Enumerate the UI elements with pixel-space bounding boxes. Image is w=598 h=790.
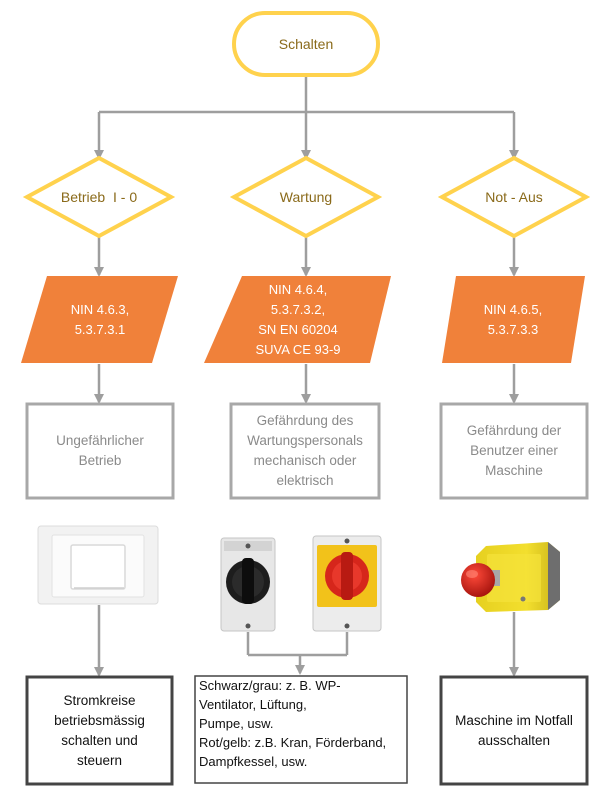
action-1-text: Stromkreise betriebsmässig schalten und … [27, 677, 172, 784]
hazard-2-line-4: elektrisch [276, 473, 334, 488]
action-2-box [194, 675, 408, 784]
hazard-1-line-1: Ungefährlicher [56, 433, 144, 448]
hazard-3-line-2: Benutzer einer [470, 443, 558, 458]
action-1-box [25, 675, 174, 786]
decision-betrieb-shape [22, 155, 176, 239]
action-2-line-4: Rot/gelb: z.B. Kran, Förderband, [199, 735, 387, 750]
norm-2-shape [204, 276, 391, 363]
start-label: Schalten [278, 36, 334, 52]
hazard-1-text: Ungefährlicher Betrieb [27, 404, 173, 498]
norm-1-line-2: 5.3.7.3.1 [74, 321, 126, 337]
hazard-2-line-3: mechanisch oder [253, 453, 357, 468]
norm-3-shape [442, 276, 585, 363]
start-terminator-shape [232, 11, 380, 77]
action-3-line-1: Maschine im Notfall [455, 712, 573, 728]
norm-2-line-2: 5.3.7.3.2, [270, 301, 326, 317]
action-3-text: Maschine im Notfall ausschalten [441, 677, 587, 784]
hazard-1-line-2: Betrieb [78, 453, 122, 468]
decision-betrieb-label: Betrieb I - 0 [60, 189, 138, 205]
decision-not-aus-label: Not - Aus [485, 189, 543, 205]
action-1-line-2: betriebsmässig [54, 712, 145, 728]
action-2-text: Schwarz/grau: z. B. WP- Ventilator, Lüft… [199, 676, 405, 783]
hazard-1-box [25, 402, 175, 500]
hazard-2-line-1: Gefährdung des [256, 413, 354, 428]
norm-3-text: NIN 4.6.5, 5.3.7.3.3 [448, 276, 578, 363]
action-1-line-1: Stromkreise [63, 692, 136, 708]
light-switch-icon [37, 525, 159, 605]
decision-wartung-shape [229, 155, 383, 239]
hazard-3-text: Gefährdung der Benutzer einer Maschine [441, 404, 587, 498]
action-2-line-5: Dampfkessel, usw. [199, 754, 308, 769]
norm-2-line-3: SN EN 60204 [258, 321, 338, 337]
decision-wartung-label: Wartung [279, 189, 333, 205]
norm-1-line-1: NIN 4.6.3, [70, 301, 130, 317]
action-2-line-1: Schwarz/grau: z. B. WP- [199, 678, 341, 693]
norm-1-text: NIN 4.6.3, 5.3.7.3.1 [30, 276, 170, 363]
norm-3-line-2: 5.3.7.3.3 [487, 321, 539, 337]
action-1-line-3: schalten und [61, 732, 138, 748]
action-3-box [439, 675, 589, 786]
black-main-switch-icon [220, 537, 276, 632]
action-2-line-2: Ventilator, Lüftung, [199, 697, 307, 712]
hazard-2-box [229, 402, 381, 500]
hazard-3-line-1: Gefährdung der [466, 423, 562, 438]
norm-2-text: NIN 4.6.4, 5.3.7.3.2, SN EN 60204 SUVA C… [218, 276, 378, 363]
connector-lines [94, 75, 519, 677]
hazard-3-line-3: Maschine [485, 463, 543, 478]
norm-1-shape [21, 276, 178, 363]
norm-2-line-4: SUVA CE 93-9 [255, 341, 341, 357]
action-1-line-4: steuern [76, 752, 123, 768]
emergency-stop-button-icon [461, 542, 560, 612]
decision-not-aus-shape [437, 155, 591, 239]
action-3-line-2: ausschalten [477, 732, 551, 748]
norm-2-line-1: NIN 4.6.4, [268, 281, 328, 297]
hazard-2-line-2: Wartungspersonals [247, 433, 363, 448]
red-yellow-main-switch-icon [312, 535, 382, 632]
norm-3-line-1: NIN 4.6.5, [483, 301, 543, 317]
hazard-2-text: Gefährdung des Wartungspersonals mechani… [231, 404, 379, 498]
action-2-line-3: Pumpe, usw. [199, 716, 274, 731]
hazard-3-box [439, 402, 589, 500]
